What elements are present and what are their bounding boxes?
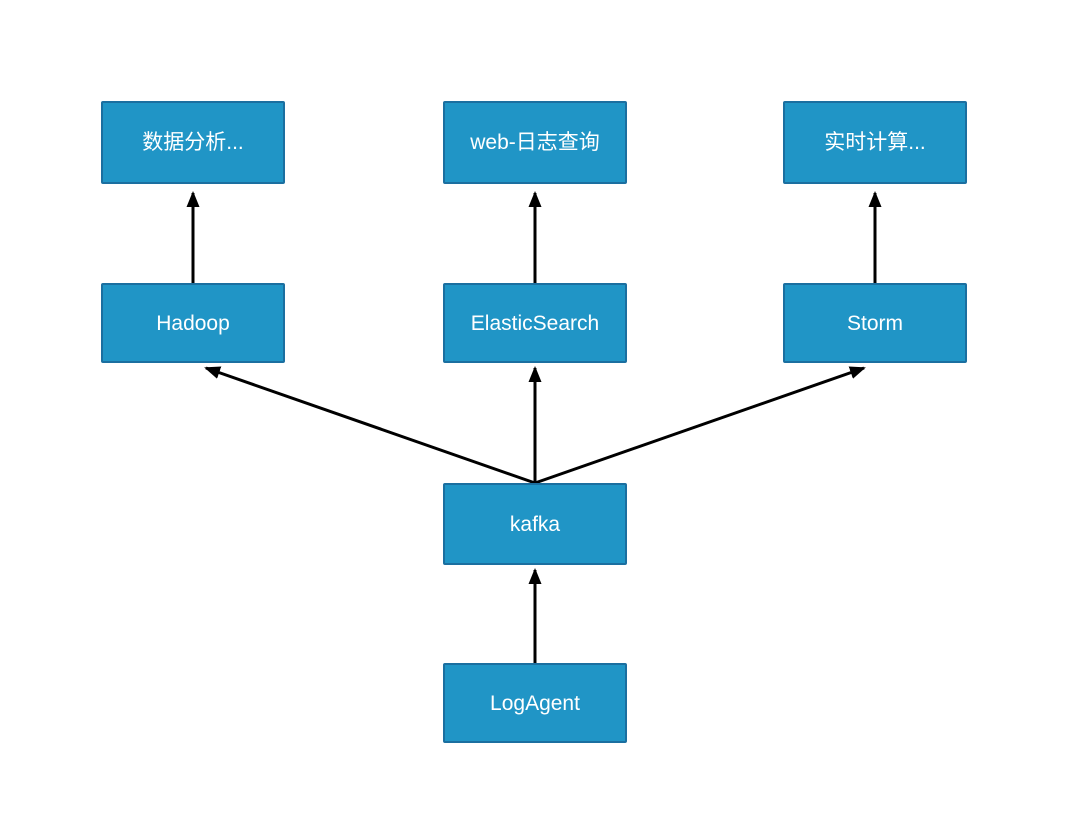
node-hadoop: Hadoop: [101, 283, 285, 363]
node-logagent: LogAgent: [443, 663, 627, 743]
node-kafka: kafka: [443, 483, 627, 565]
node-web-log-query: web-日志查询: [443, 101, 627, 184]
node-elasticsearch: ElasticSearch: [443, 283, 627, 363]
node-elasticsearch-label: ElasticSearch: [470, 311, 600, 335]
node-web-log-query-label: web-日志查询: [470, 131, 600, 154]
node-data-analysis: 数据分析...: [101, 101, 285, 184]
node-realtime-compute: 实时计算...: [783, 101, 967, 184]
edge-kafka-storm: [534, 366, 866, 485]
node-storm-label: Storm: [846, 311, 903, 335]
node-kafka-label: kafka: [509, 512, 561, 536]
node-data-analysis-label: 数据分析...: [142, 131, 244, 154]
node-logagent-label: LogAgent: [490, 691, 580, 715]
edge-kafka-hadoop: [204, 366, 536, 485]
node-realtime-compute-label: 实时计算...: [824, 131, 926, 154]
node-storm: Storm: [783, 283, 967, 363]
node-hadoop-label: Hadoop: [156, 311, 230, 335]
